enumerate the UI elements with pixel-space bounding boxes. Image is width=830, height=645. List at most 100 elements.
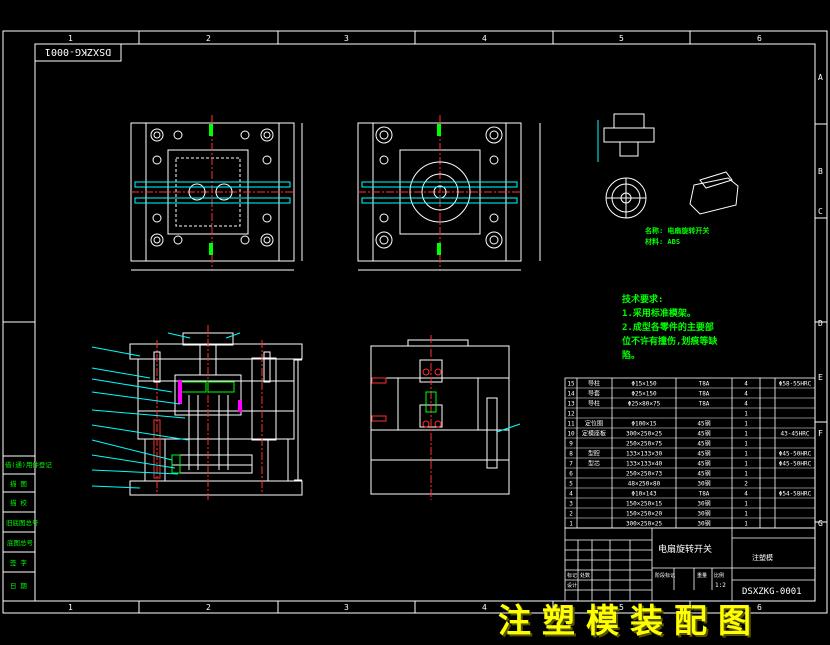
bom-cell-spec: 150×250×15: [626, 501, 663, 508]
zone-label: 4: [482, 34, 487, 43]
zone-labels-bottom: 1 2 3 4 5 6: [68, 603, 762, 612]
label-count: 处数: [580, 572, 590, 579]
bom-cell-spec: 300×250×25: [626, 521, 663, 528]
bom-cell-qty: 1: [744, 471, 748, 478]
bom-cell-no: 8: [569, 451, 573, 458]
record-label: 日 期: [10, 582, 27, 590]
label-mark: 标记: [567, 572, 577, 579]
bom-cell-qty: 2: [744, 481, 748, 488]
bom-cell-note: Φ45-50HRC: [779, 451, 812, 458]
zone-label: 1: [68, 603, 73, 612]
section-leaders: [91, 332, 241, 489]
product-name: 名称: 电扇旋转开关: [645, 226, 709, 235]
bom-cell-no: 9: [569, 441, 573, 448]
record-label: 底图总号: [7, 538, 34, 547]
label-design: 设计: [567, 582, 577, 589]
bom-cell-no: 5: [569, 481, 573, 488]
zone-label: B: [818, 167, 823, 176]
bom-cell-spec: Φ25×80×75: [628, 401, 661, 408]
bom-cell-mat: 45钢: [697, 460, 710, 468]
bom-cell-mat: T8A: [699, 381, 710, 388]
bom-cell-name: 导柱: [588, 380, 600, 388]
bom-cell-qty: 1: [744, 511, 748, 518]
bom-cell-qty: 1: [744, 431, 748, 438]
bom-cell-mat: T8A: [699, 391, 710, 398]
zone-labels-right: A B C D E F G: [818, 73, 823, 528]
zone-label: 6: [757, 603, 762, 612]
product-material: 材料: ABS: [644, 237, 680, 246]
bom-cell-spec: Φ10×143: [631, 491, 657, 498]
bom-cell-qty: 4: [744, 491, 748, 498]
bom-cell-qty: 1: [744, 501, 748, 508]
section-view-secondary-details: [371, 335, 521, 500]
bom-cell-note: Φ54-58HRC: [779, 491, 812, 498]
tech-req-title: 技术要求:: [622, 293, 663, 305]
bom-cell-mat: 30钢: [697, 510, 710, 518]
drawing-number-stamp: DSXZKG-0001: [34, 43, 122, 62]
bom-cell-mat: 45钢: [697, 440, 710, 448]
zone-label: 6: [757, 34, 762, 43]
part-name: 电扇旋转开关: [658, 543, 712, 555]
bom-cell-spec: 300×250×25: [626, 431, 663, 438]
zone-label: 2: [206, 603, 211, 612]
bom-cell-no: 1: [569, 521, 573, 528]
label-stage: 阶段标记: [655, 572, 675, 579]
bom-cell-mat: T8A: [699, 401, 710, 408]
zone-label: C: [818, 207, 823, 216]
label-scale: 比例: [714, 572, 724, 579]
plan-view-left: [130, 115, 303, 271]
record-label: 签 字: [10, 558, 27, 567]
zone-label: 1: [68, 34, 73, 43]
drawing-type: 注塑模: [752, 553, 773, 562]
record-label: 描 图: [10, 479, 27, 488]
bom-cell-spec: Φ25×150: [631, 391, 657, 398]
tech-req-line: 位不许有撞伤,划痕等缺: [622, 335, 718, 347]
product-note: 名称: 电扇旋转开关 材料: ABS: [644, 226, 709, 246]
bom-cell-qty: 4: [744, 381, 748, 388]
bom-cell-no: 2: [569, 511, 573, 518]
bom-cell-spec: 250×250×75: [626, 441, 663, 448]
bom-cell-qty: 4: [744, 391, 748, 398]
bom-cell-spec: 250×250×73: [626, 471, 663, 478]
bom-cell-spec: 48×250×80: [628, 481, 661, 488]
bom-cell-no: 4: [569, 491, 573, 498]
zone-label: 3: [344, 34, 349, 43]
bom-cell-mat: T8A: [699, 491, 710, 498]
bom-cell-mat: 30钢: [697, 480, 710, 488]
bom-cell-no: 13: [567, 401, 575, 408]
title-block: [564, 527, 816, 602]
bom-cell-spec: 133×133×30: [626, 451, 663, 458]
bom-cell-name: 型腔: [588, 450, 600, 458]
left-record-labels: 借(通)用件登记 描 图 描 校 旧底图总号 底图总号 签 字 日 期: [5, 460, 52, 590]
scale-value: 1:2: [715, 582, 726, 589]
section-view-secondary: [370, 339, 510, 495]
bom-cell-no: 12: [567, 411, 575, 418]
left-record-strip: [2, 455, 36, 602]
bom-cell-qty: 4: [744, 401, 748, 408]
bom-cell-mat: 30钢: [697, 520, 710, 528]
bom-cell-qty: 1: [744, 421, 748, 428]
sheet-frame: [2, 30, 828, 614]
bom-cell-mat: 45钢: [697, 470, 710, 478]
zone-label: G: [818, 519, 823, 528]
bom-cell-no: 14: [567, 391, 575, 398]
bom-cell-no: 3: [569, 501, 573, 508]
bom-cell-mat: 45钢: [697, 420, 710, 428]
footer-title: 注塑模装配图: [498, 601, 762, 640]
title-block-text: 电扇旋转开关 注塑模 DSXZKG-0001 1:2 阶段标记 重量 比例 标记…: [567, 543, 802, 597]
section-view-side: [294, 359, 302, 481]
bom-cell-qty: 1: [744, 451, 748, 458]
zone-label: D: [818, 319, 823, 328]
stamp-text: DSXZKG-0001: [45, 46, 111, 57]
record-label: 旧底图总号: [6, 518, 39, 527]
product-sketches: [597, 113, 739, 219]
zone-label: 5: [619, 34, 624, 43]
technical-requirements: 技术要求: 1.采用标准模架。 2.成型各零件的主要部 位不许有撞伤,划痕等缺 …: [622, 293, 718, 361]
bom-cell-no: 10: [567, 431, 575, 438]
bom-cell-no: 7: [569, 461, 573, 468]
section-view-main: [129, 332, 303, 496]
tech-req-line: 1.采用标准模架。: [622, 307, 696, 319]
record-label: 借(通)用件登记: [5, 460, 52, 469]
